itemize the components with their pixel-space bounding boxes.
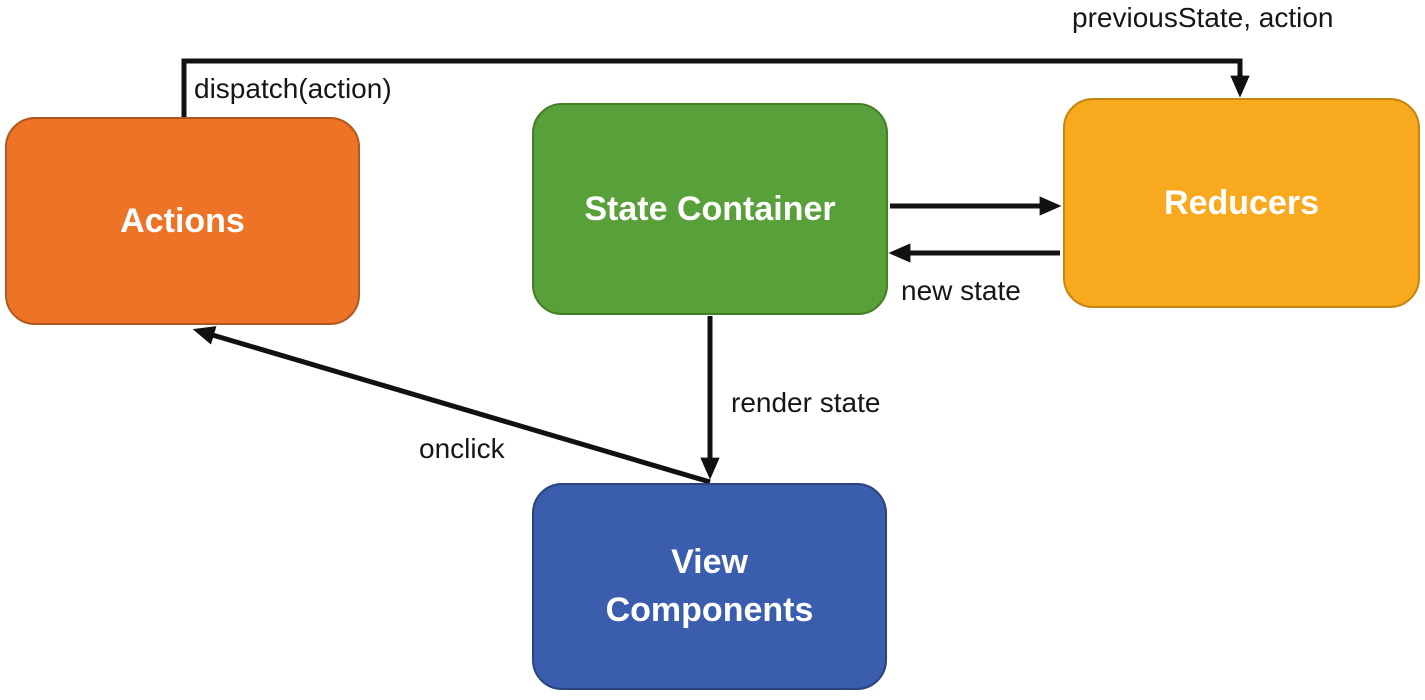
node-view-components-label: View Components (605, 542, 814, 629)
node-reducers-label: Reducers (1164, 183, 1319, 222)
edge-label-render-state: render state (731, 387, 881, 418)
node-state-container: State Container (532, 103, 888, 315)
node-actions: Actions (5, 117, 360, 325)
node-actions-label: Actions (120, 201, 245, 240)
edge-label-new-state: new state (901, 275, 1021, 306)
node-view-components: View Components (532, 483, 887, 690)
node-reducers: Reducers (1063, 98, 1420, 308)
edge-label-dispatch-action: dispatch(action) (194, 73, 392, 104)
edge-label-onclick: onclick (419, 433, 505, 464)
node-state-container-label: State Container (584, 189, 836, 228)
edge-label-previous-state-action: previousState, action (1072, 2, 1334, 33)
